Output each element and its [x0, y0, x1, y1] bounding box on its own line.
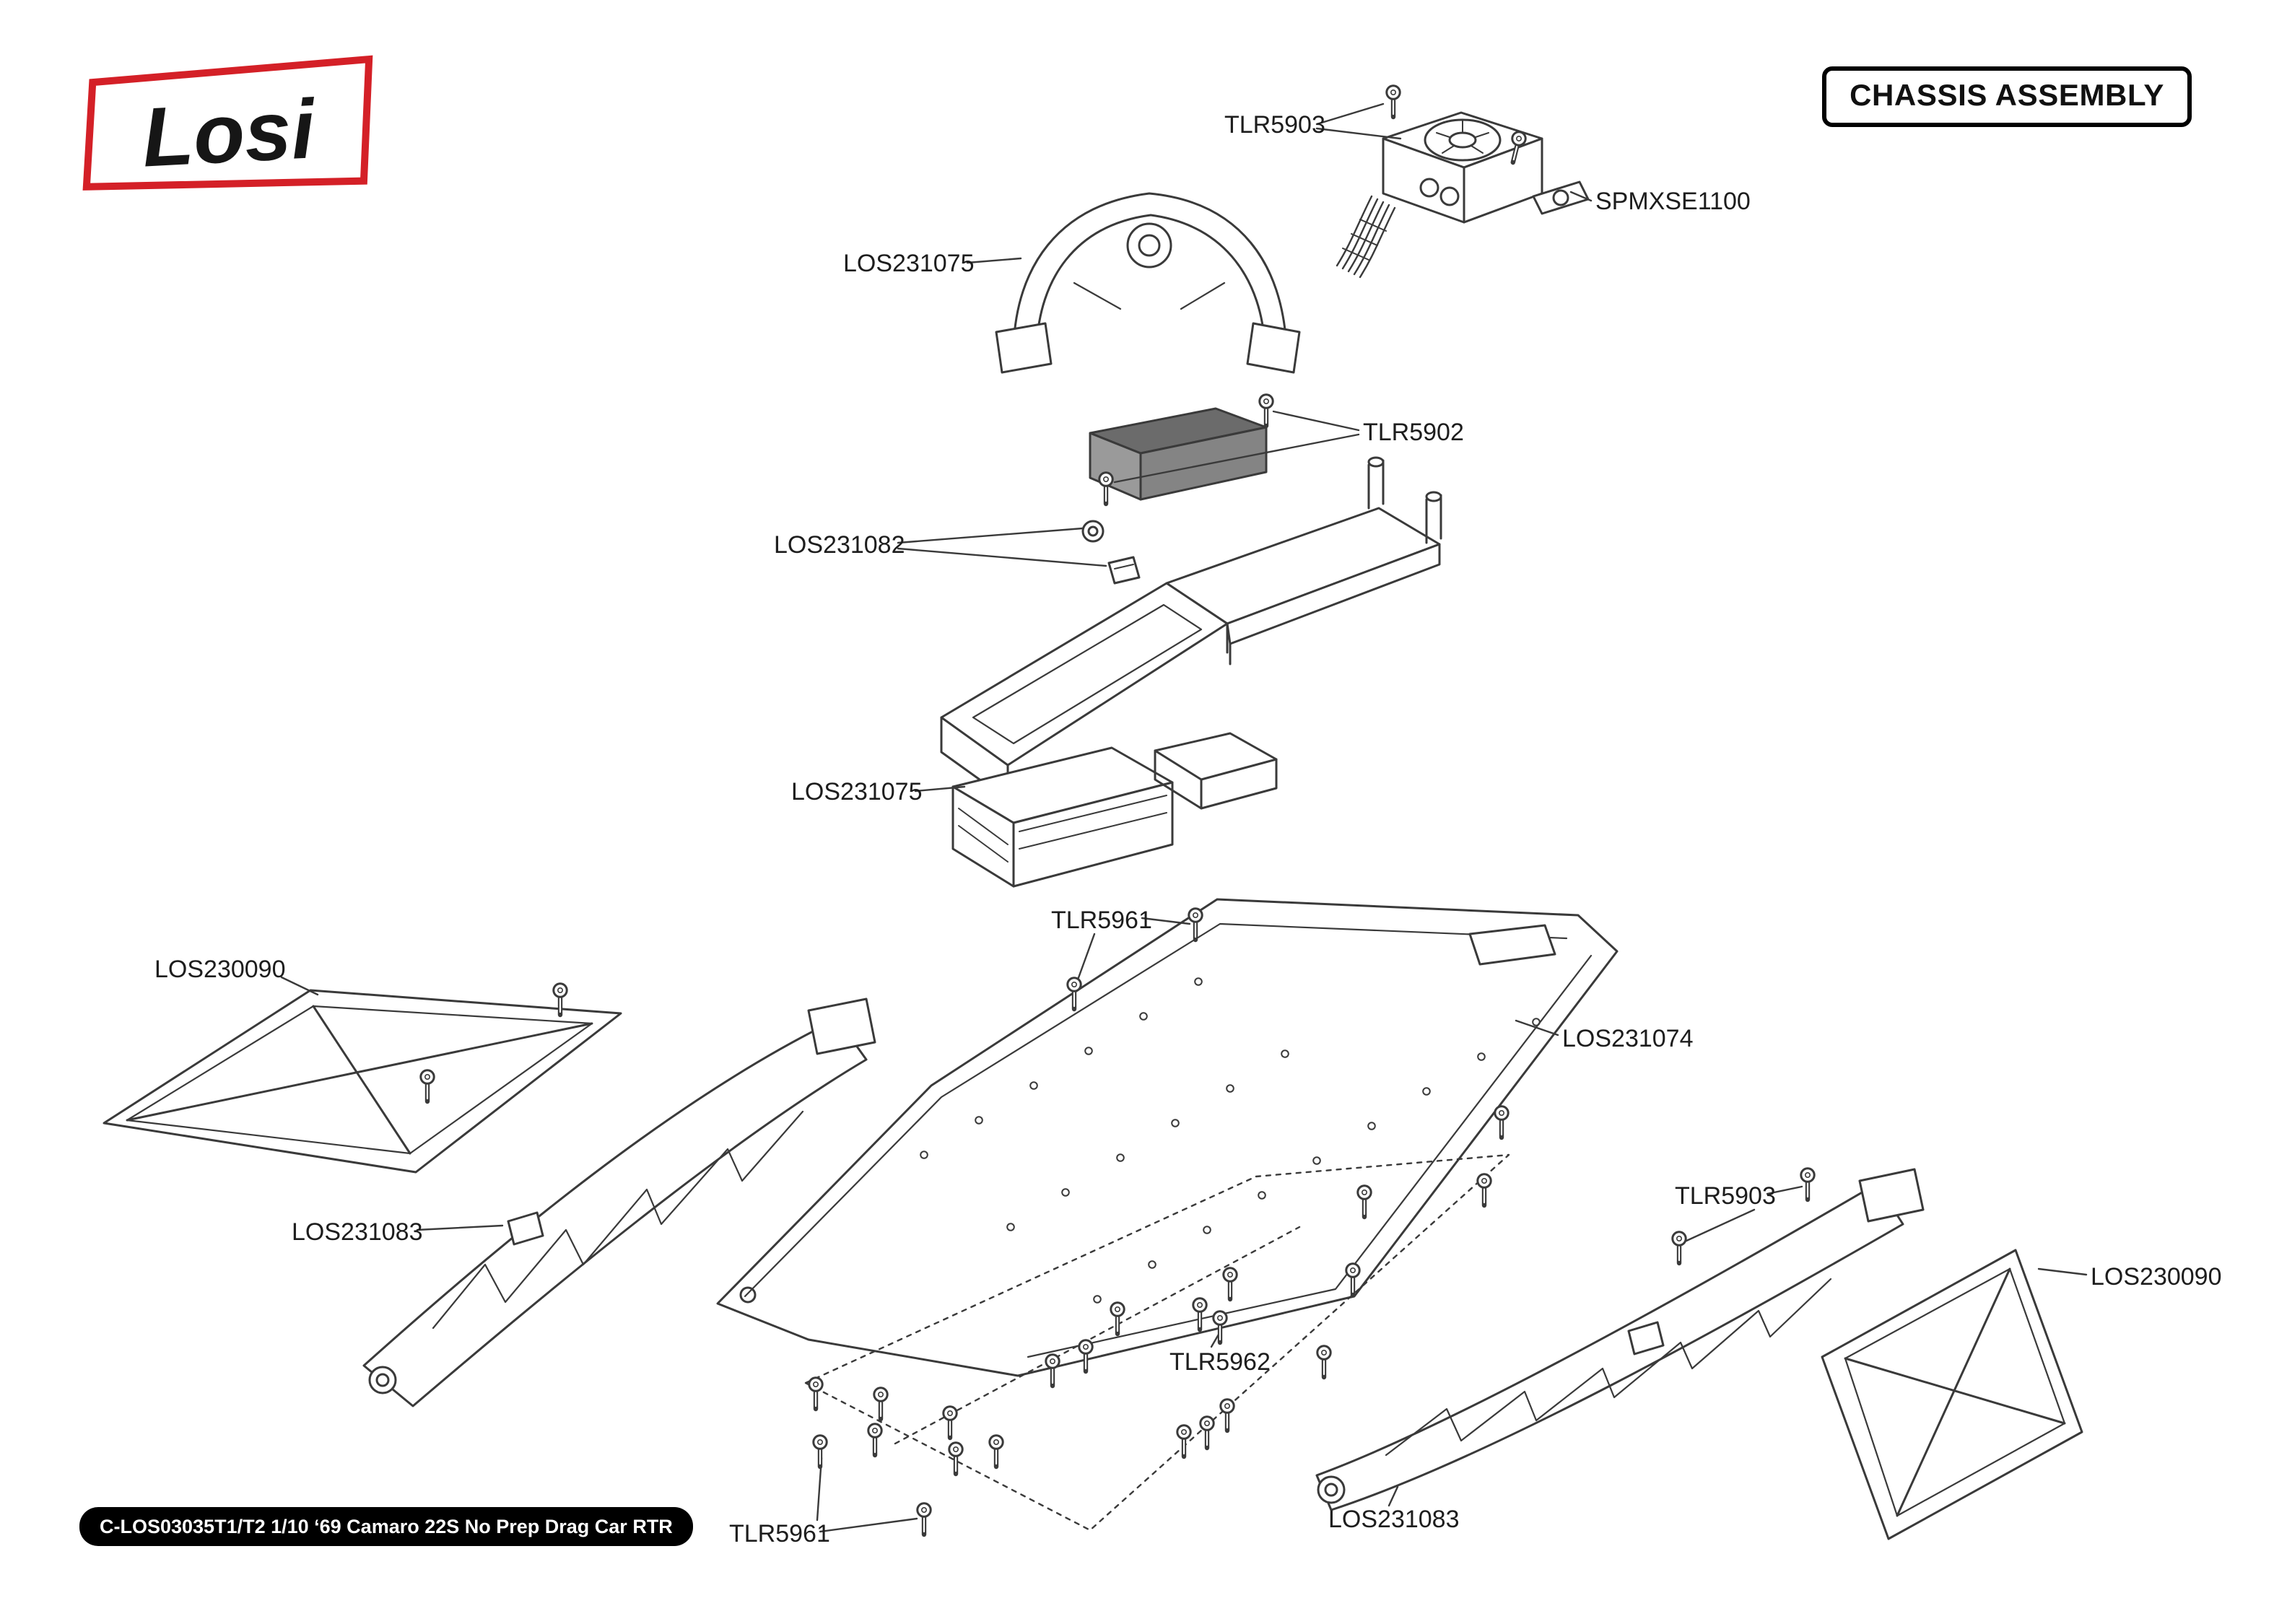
right-chassis-brace-drawing [1315, 1168, 1925, 1511]
left-top-plate-drawing [103, 989, 622, 1174]
callout-los231074: LOS231074 [1562, 1025, 1694, 1052]
battery-tray-drawing [940, 456, 1442, 801]
callout-los231083-left: LOS231083 [292, 1218, 423, 1246]
battery-strap-drawing [995, 192, 1301, 374]
hidden-part-outline [804, 1153, 1510, 1532]
chassis-plate-drawing [716, 898, 1619, 1377]
callout-los231075-upper: LOS231075 [843, 250, 975, 277]
callout-tlr5961-bottom: TLR5961 [729, 1520, 830, 1547]
page-title: CHASSIS ASSEMBLY [1822, 66, 2192, 127]
losi-logo: Losi [82, 55, 373, 191]
callout-tlr5903-right: TLR5903 [1675, 1182, 1776, 1210]
lower-tray-drawing [951, 732, 1278, 888]
grommet-clip-drawing [1081, 520, 1141, 585]
footer-part-code: C-LOS03035T1/T2 1/10 ‘69 Camaro 22S No P… [79, 1507, 693, 1546]
right-top-plate-drawing [1821, 1249, 2083, 1540]
left-chassis-brace-drawing [362, 997, 876, 1407]
esc-speed-control-drawing [1336, 111, 1590, 279]
callout-tlr5962: TLR5962 [1169, 1348, 1271, 1376]
callout-los230090-right: LOS230090 [2091, 1263, 2222, 1291]
callout-tlr5902: TLR5902 [1363, 419, 1464, 446]
callout-los231075-lower: LOS231075 [791, 778, 923, 806]
callout-tlr5961-mid: TLR5961 [1051, 907, 1152, 934]
battery-cover-drawing [1089, 407, 1268, 501]
callout-los231083-right: LOS231083 [1328, 1506, 1460, 1533]
callout-tlr5903-top: TLR5903 [1224, 111, 1325, 139]
callout-los230090-left: LOS230090 [154, 956, 286, 983]
losi-logo-text: Losi [140, 82, 319, 184]
callout-spmxse1100: SPMXSE1100 [1595, 188, 1751, 215]
chassis-holes [920, 977, 1541, 1304]
callout-los231082: LOS231082 [774, 531, 905, 559]
